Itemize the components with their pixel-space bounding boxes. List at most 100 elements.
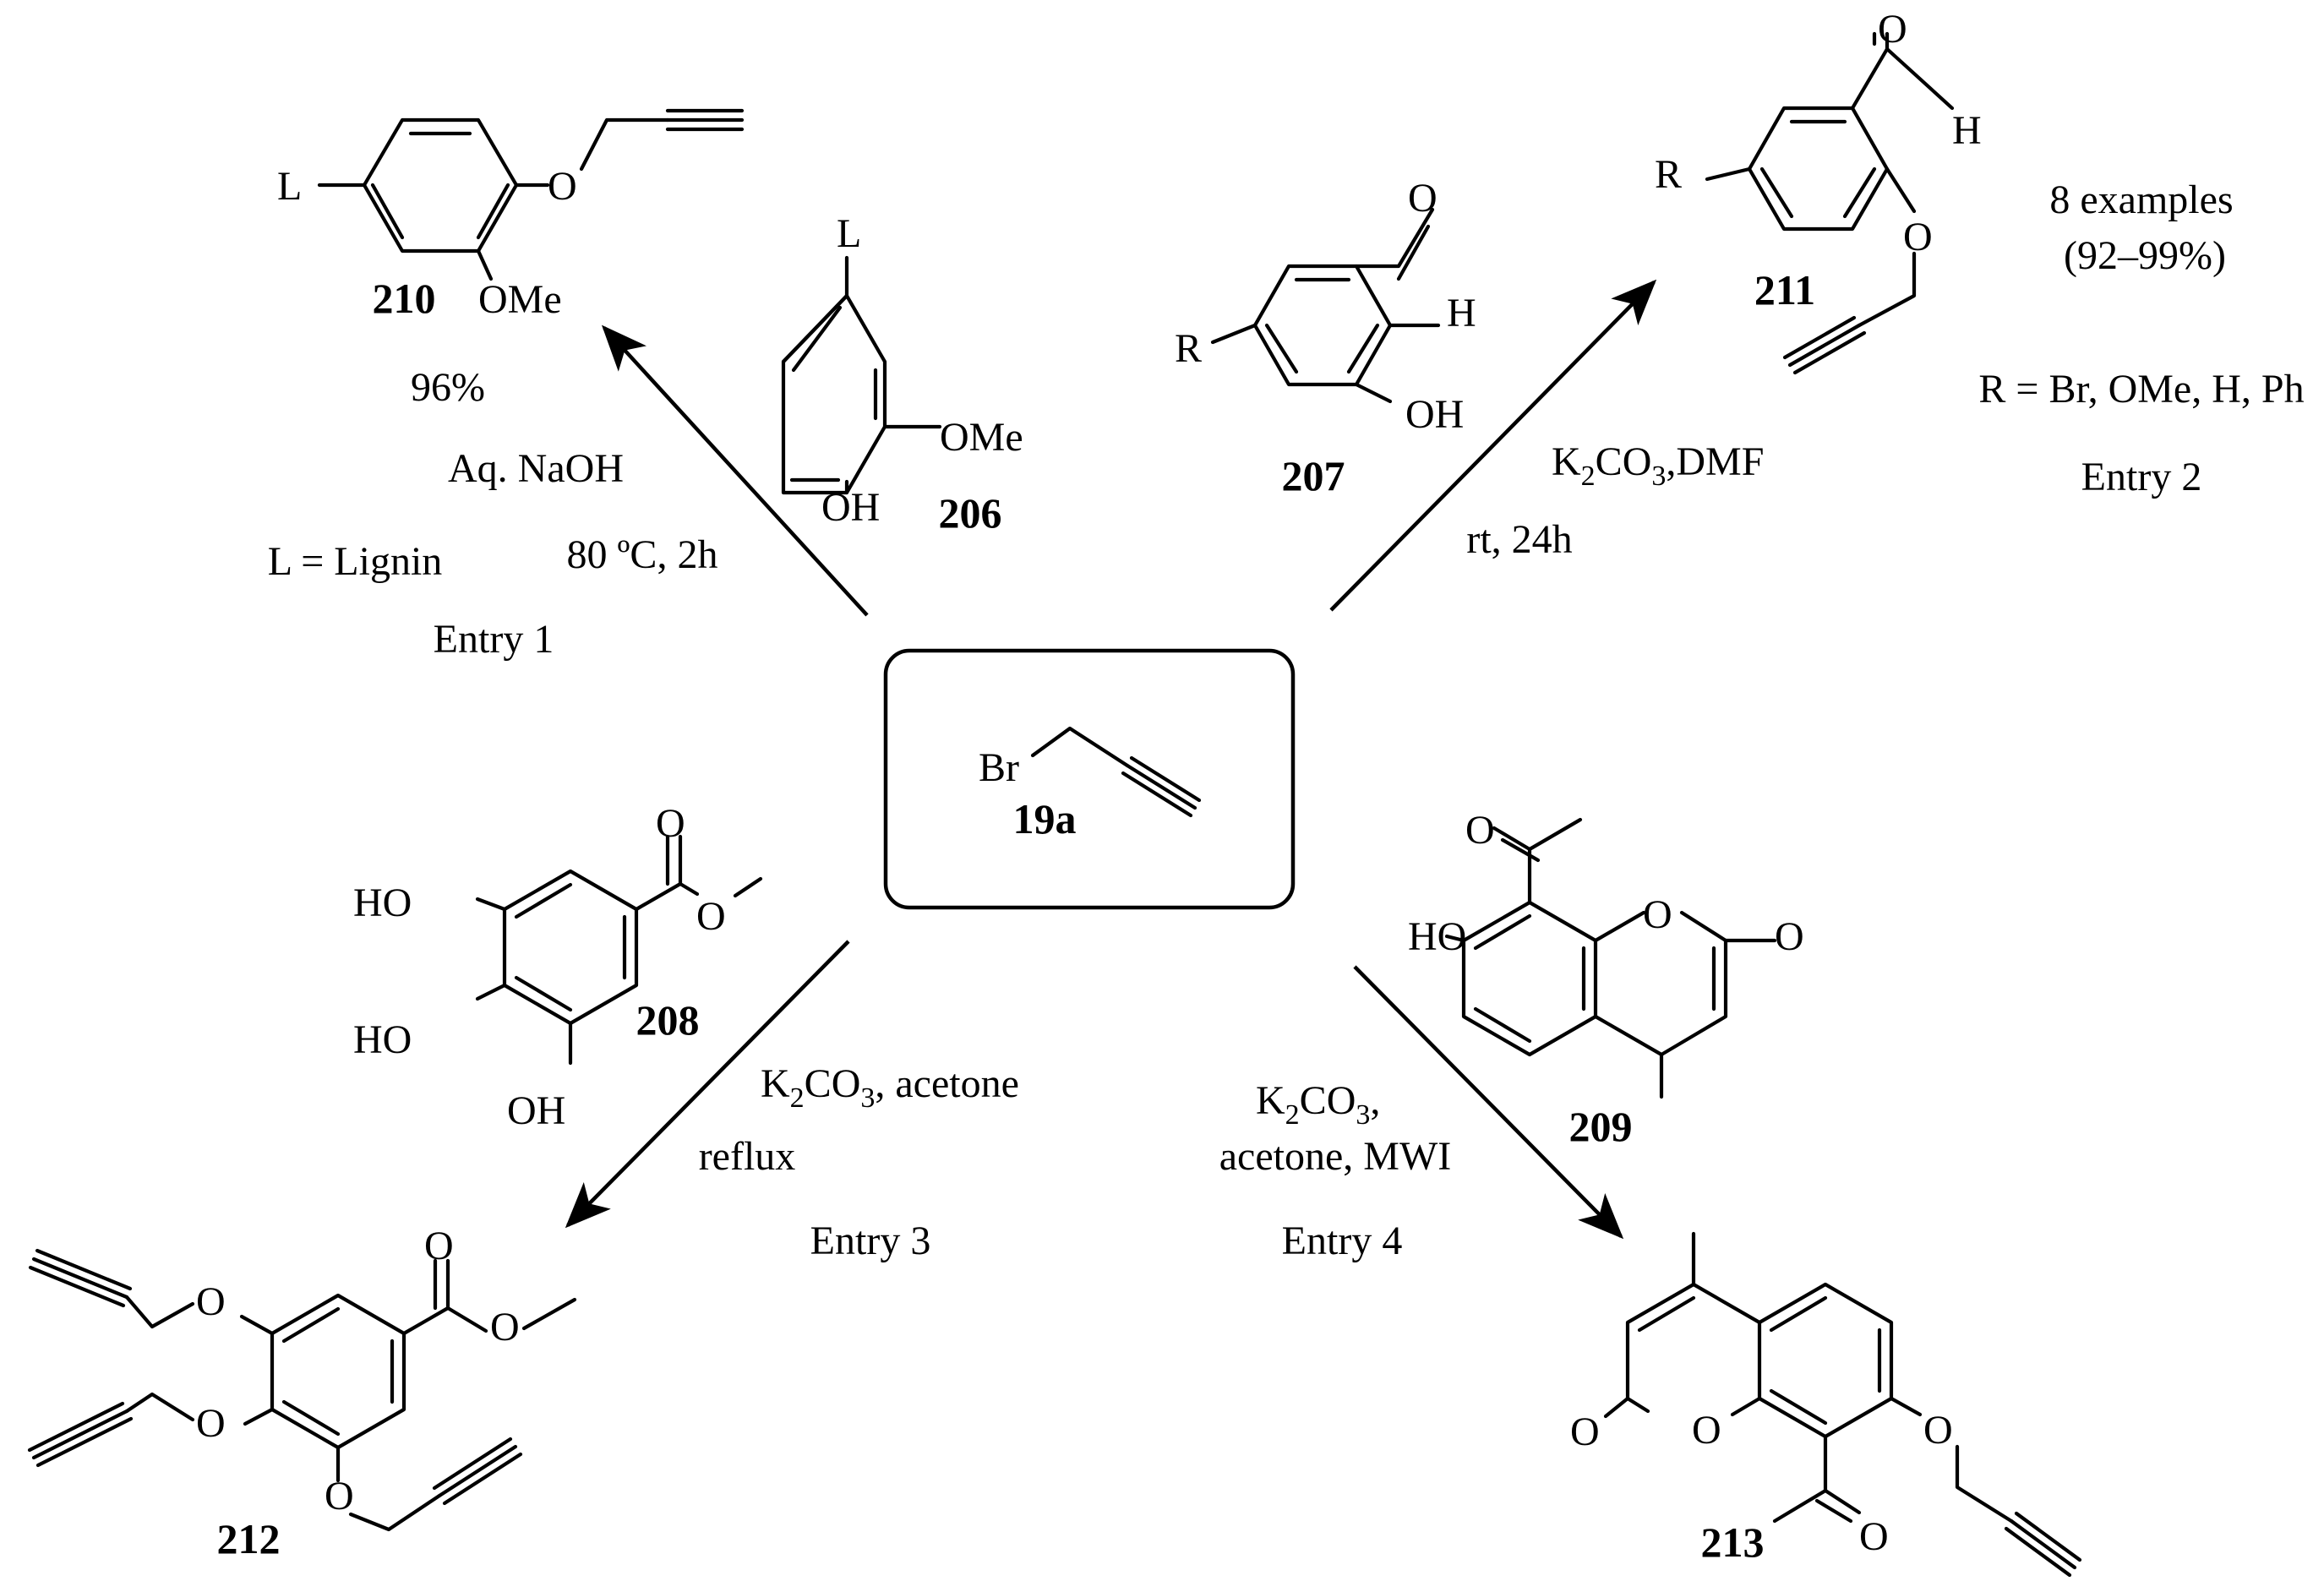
alkyne-triple-bond	[1782, 315, 1867, 375]
reagent-frame	[883, 648, 1296, 910]
lactone-oxygen: O	[1570, 1409, 1600, 1454]
aromatic-inner-bonds	[370, 131, 510, 240]
alkyne-triple-bond-2	[27, 1401, 134, 1468]
propargyl-chain	[1857, 251, 1917, 328]
o-bond-1	[239, 1314, 275, 1336]
central-reagent-box: Br 19a	[883, 648, 1296, 910]
entry2-reagent: K2CO3,DMF	[1552, 439, 1764, 492]
entry3-reagent: K2CO3, acetone	[761, 1061, 1019, 1114]
ring-oxygen-bond	[1593, 910, 1646, 943]
aromatic-inner-bonds	[281, 1306, 395, 1437]
hydroxyl-label-3: OH	[507, 1088, 565, 1133]
ho-bond	[1444, 934, 1466, 943]
methoxy-label: OMe	[478, 277, 562, 322]
compound-id-208: 208	[636, 996, 700, 1044]
acetyl-group	[1772, 1434, 1862, 1524]
acetyl-oxygen: O	[1859, 1514, 1889, 1559]
entry3-conditions: reflux	[699, 1134, 796, 1179]
compound-id-211: 211	[1754, 266, 1815, 313]
propargyl-chain-2	[124, 1392, 195, 1422]
benzene-ring	[1252, 264, 1393, 387]
entry1-note: L = Lignin	[268, 539, 443, 584]
carbonyl-oxygen: O	[424, 1224, 454, 1268]
compound-211: R O H O 211	[1655, 7, 1982, 375]
entry2-yields: (92–99%)	[2064, 233, 2226, 278]
propargyl-chain-3	[348, 1493, 442, 1532]
benzene-ring	[1461, 900, 1598, 1057]
benzene-ring	[1747, 106, 1890, 232]
compound-209: HO O O O 209	[1408, 808, 1804, 1150]
methyl-bond	[521, 1297, 577, 1331]
oh-bond	[1354, 382, 1393, 404]
lactone-ring	[1625, 1282, 1762, 1414]
compound-213: O O O O 213	[1570, 1231, 2082, 1578]
entry2-examples: 8 examples	[2049, 177, 2233, 222]
aromatic-inner-bonds	[1759, 119, 1877, 219]
benzene-ring	[502, 869, 639, 1026]
aromatic-inner-bonds	[1473, 913, 1586, 1044]
entry4-label: Entry 4	[1282, 1219, 1403, 1263]
r-group-label: R	[1655, 152, 1682, 197]
carbonyl-chain	[401, 1258, 450, 1336]
ether-oxygen: O	[1903, 215, 1933, 259]
ether-oxygen: O	[548, 164, 577, 209]
aromatic-inner-bonds	[514, 882, 627, 1012]
entry1-reagent: Aq. NaOH	[448, 446, 624, 491]
carbonyl-oxygen: O	[656, 801, 685, 846]
compound-id-212: 212	[217, 1515, 281, 1562]
ring-oxygen-bond	[1730, 1396, 1762, 1417]
entry2-conditions: rt, 24h	[1466, 517, 1572, 562]
yield-210: 96%	[411, 365, 485, 410]
alkyne-bond-2	[1121, 771, 1193, 818]
arrow-entry-4	[1353, 965, 1624, 1240]
ho-bond-2	[475, 983, 507, 1001]
ether-bond	[1885, 166, 1917, 214]
arrow-entry-3	[565, 940, 850, 1229]
compound-id-210: 210	[373, 275, 436, 322]
lactone-carbonyl-bond	[1603, 1396, 1630, 1419]
lignin-label: L	[837, 211, 861, 256]
ho-bond-1	[475, 897, 507, 912]
entry1-temperature: 80 ºC, 2h	[567, 532, 718, 577]
ring-oxygen: O	[1692, 1408, 1721, 1453]
aldehyde-oxygen: O	[1408, 176, 1437, 221]
ether-bond	[1889, 1396, 1923, 1417]
aldehyde-oxygen: O	[1878, 7, 1907, 52]
entry3-label: Entry 3	[810, 1219, 931, 1263]
methyl-bond	[733, 876, 763, 898]
ring-bond-top	[781, 293, 849, 364]
alkyne-bond-1	[1125, 763, 1197, 810]
carbonyl-chain	[634, 834, 683, 912]
aldehyde-hydrogen: H	[1447, 291, 1476, 335]
compound-id-206: 206	[939, 489, 1002, 537]
compound-210: L O OMe 210 96%	[277, 108, 745, 410]
methoxy-label: OMe	[940, 415, 1023, 460]
entry1-label: Entry 1	[434, 617, 554, 662]
hydroxyl-label-1: HO	[353, 881, 412, 925]
ester-oxygen: O	[696, 894, 726, 939]
lactone-double-bond	[1637, 1295, 1696, 1333]
hydroxyl-label-2: HO	[353, 1017, 412, 1062]
aromatic-inner-bonds	[1769, 1295, 1882, 1426]
alkyne-triple-bond	[2004, 1511, 2082, 1578]
acetyl-group	[1492, 817, 1583, 905]
ester-oxygen: O	[490, 1305, 520, 1349]
entry4-reagent: K2CO3,	[1256, 1078, 1380, 1131]
lactone-oxygen: O	[1775, 914, 1804, 959]
r-bond	[1705, 166, 1752, 182]
ether-oxygen-2: O	[196, 1401, 226, 1446]
ether-oxygen: O	[1923, 1408, 1953, 1453]
alkyne-triple-bond	[665, 108, 745, 132]
hydroxyl-label: OH	[821, 485, 880, 530]
r-bond	[1210, 323, 1257, 345]
benzene-ring	[1757, 1282, 1894, 1439]
propargyl-chain	[579, 117, 670, 172]
compound-id-213: 213	[1701, 1518, 1765, 1566]
bromine-label: Br	[979, 745, 1019, 790]
r-group-label: R	[1175, 326, 1202, 371]
lactone-ring	[1593, 910, 1728, 1057]
arrow-entry-2	[1329, 279, 1657, 612]
entry-2-conditions: K2CO3,DMF rt, 24h 8 examples (92–99%) R …	[1466, 177, 2304, 562]
compound-212: O O O O O 212	[27, 1224, 577, 1562]
